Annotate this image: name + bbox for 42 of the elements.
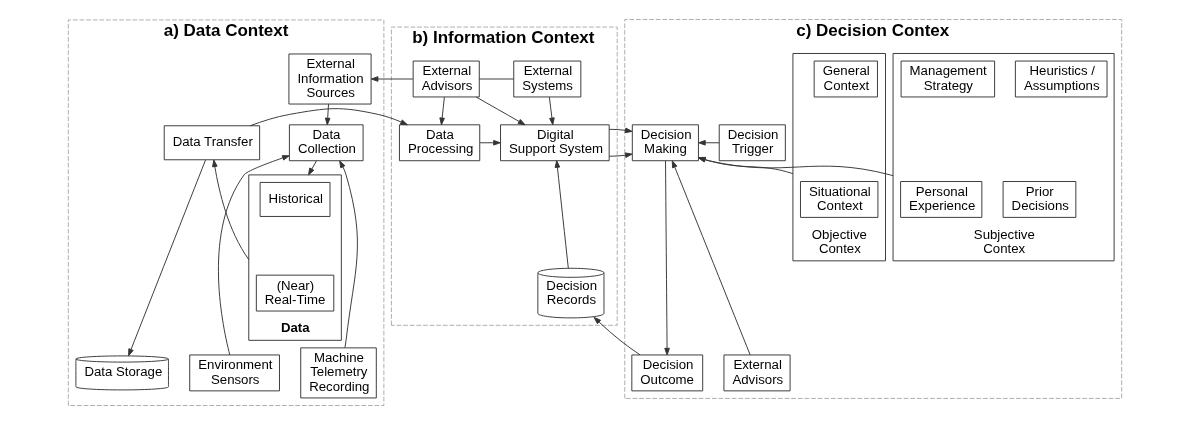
node-box: External Advisors [723,354,791,392]
node-box: Heuristics / Assumptions [1014,60,1107,98]
arrow [217,155,290,356]
arrow [249,108,408,127]
node-box: General Context [813,60,878,98]
arrow [479,140,501,146]
arrow [211,159,249,261]
arrow [548,96,555,126]
connector [478,78,514,80]
arrow [438,96,445,126]
node-box: Data Collection [288,124,364,162]
arrow [593,317,640,356]
node-box: Decision Making [631,124,699,162]
node-box: Digital Support System [499,124,610,162]
arrow [370,76,413,82]
arrow [554,160,569,269]
arrow [697,157,893,177]
node-box: Management Strategy [900,60,995,98]
node-box: Data Transfer [163,125,260,161]
node-box: Historical [259,182,330,217]
node-box: Situational Context [799,181,878,218]
arrow [608,127,632,158]
node-box: Environment Sensors [188,354,280,392]
arrow [671,160,751,356]
arrow [307,160,317,176]
node-box: Data Processing [398,124,480,162]
node-box: External Information Sources [287,53,372,105]
node-box: Decision Trigger [718,124,786,162]
arrow [697,156,793,175]
arrow [475,96,525,126]
node-box: External Advisors [412,60,480,98]
node-box: (Near) Real-Time [255,274,334,312]
node-box: Personal Experience [899,181,982,218]
node-box: Prior Decisions [1002,181,1076,218]
arrow [697,140,720,146]
node-box: External Systems [512,60,581,98]
node-box: Machine Telemetry Recording [299,347,377,399]
arrow [324,103,330,126]
arrow [338,160,358,348]
arrow [663,160,670,356]
node-box: Decision Outcome [630,354,703,392]
arrow [127,159,206,357]
